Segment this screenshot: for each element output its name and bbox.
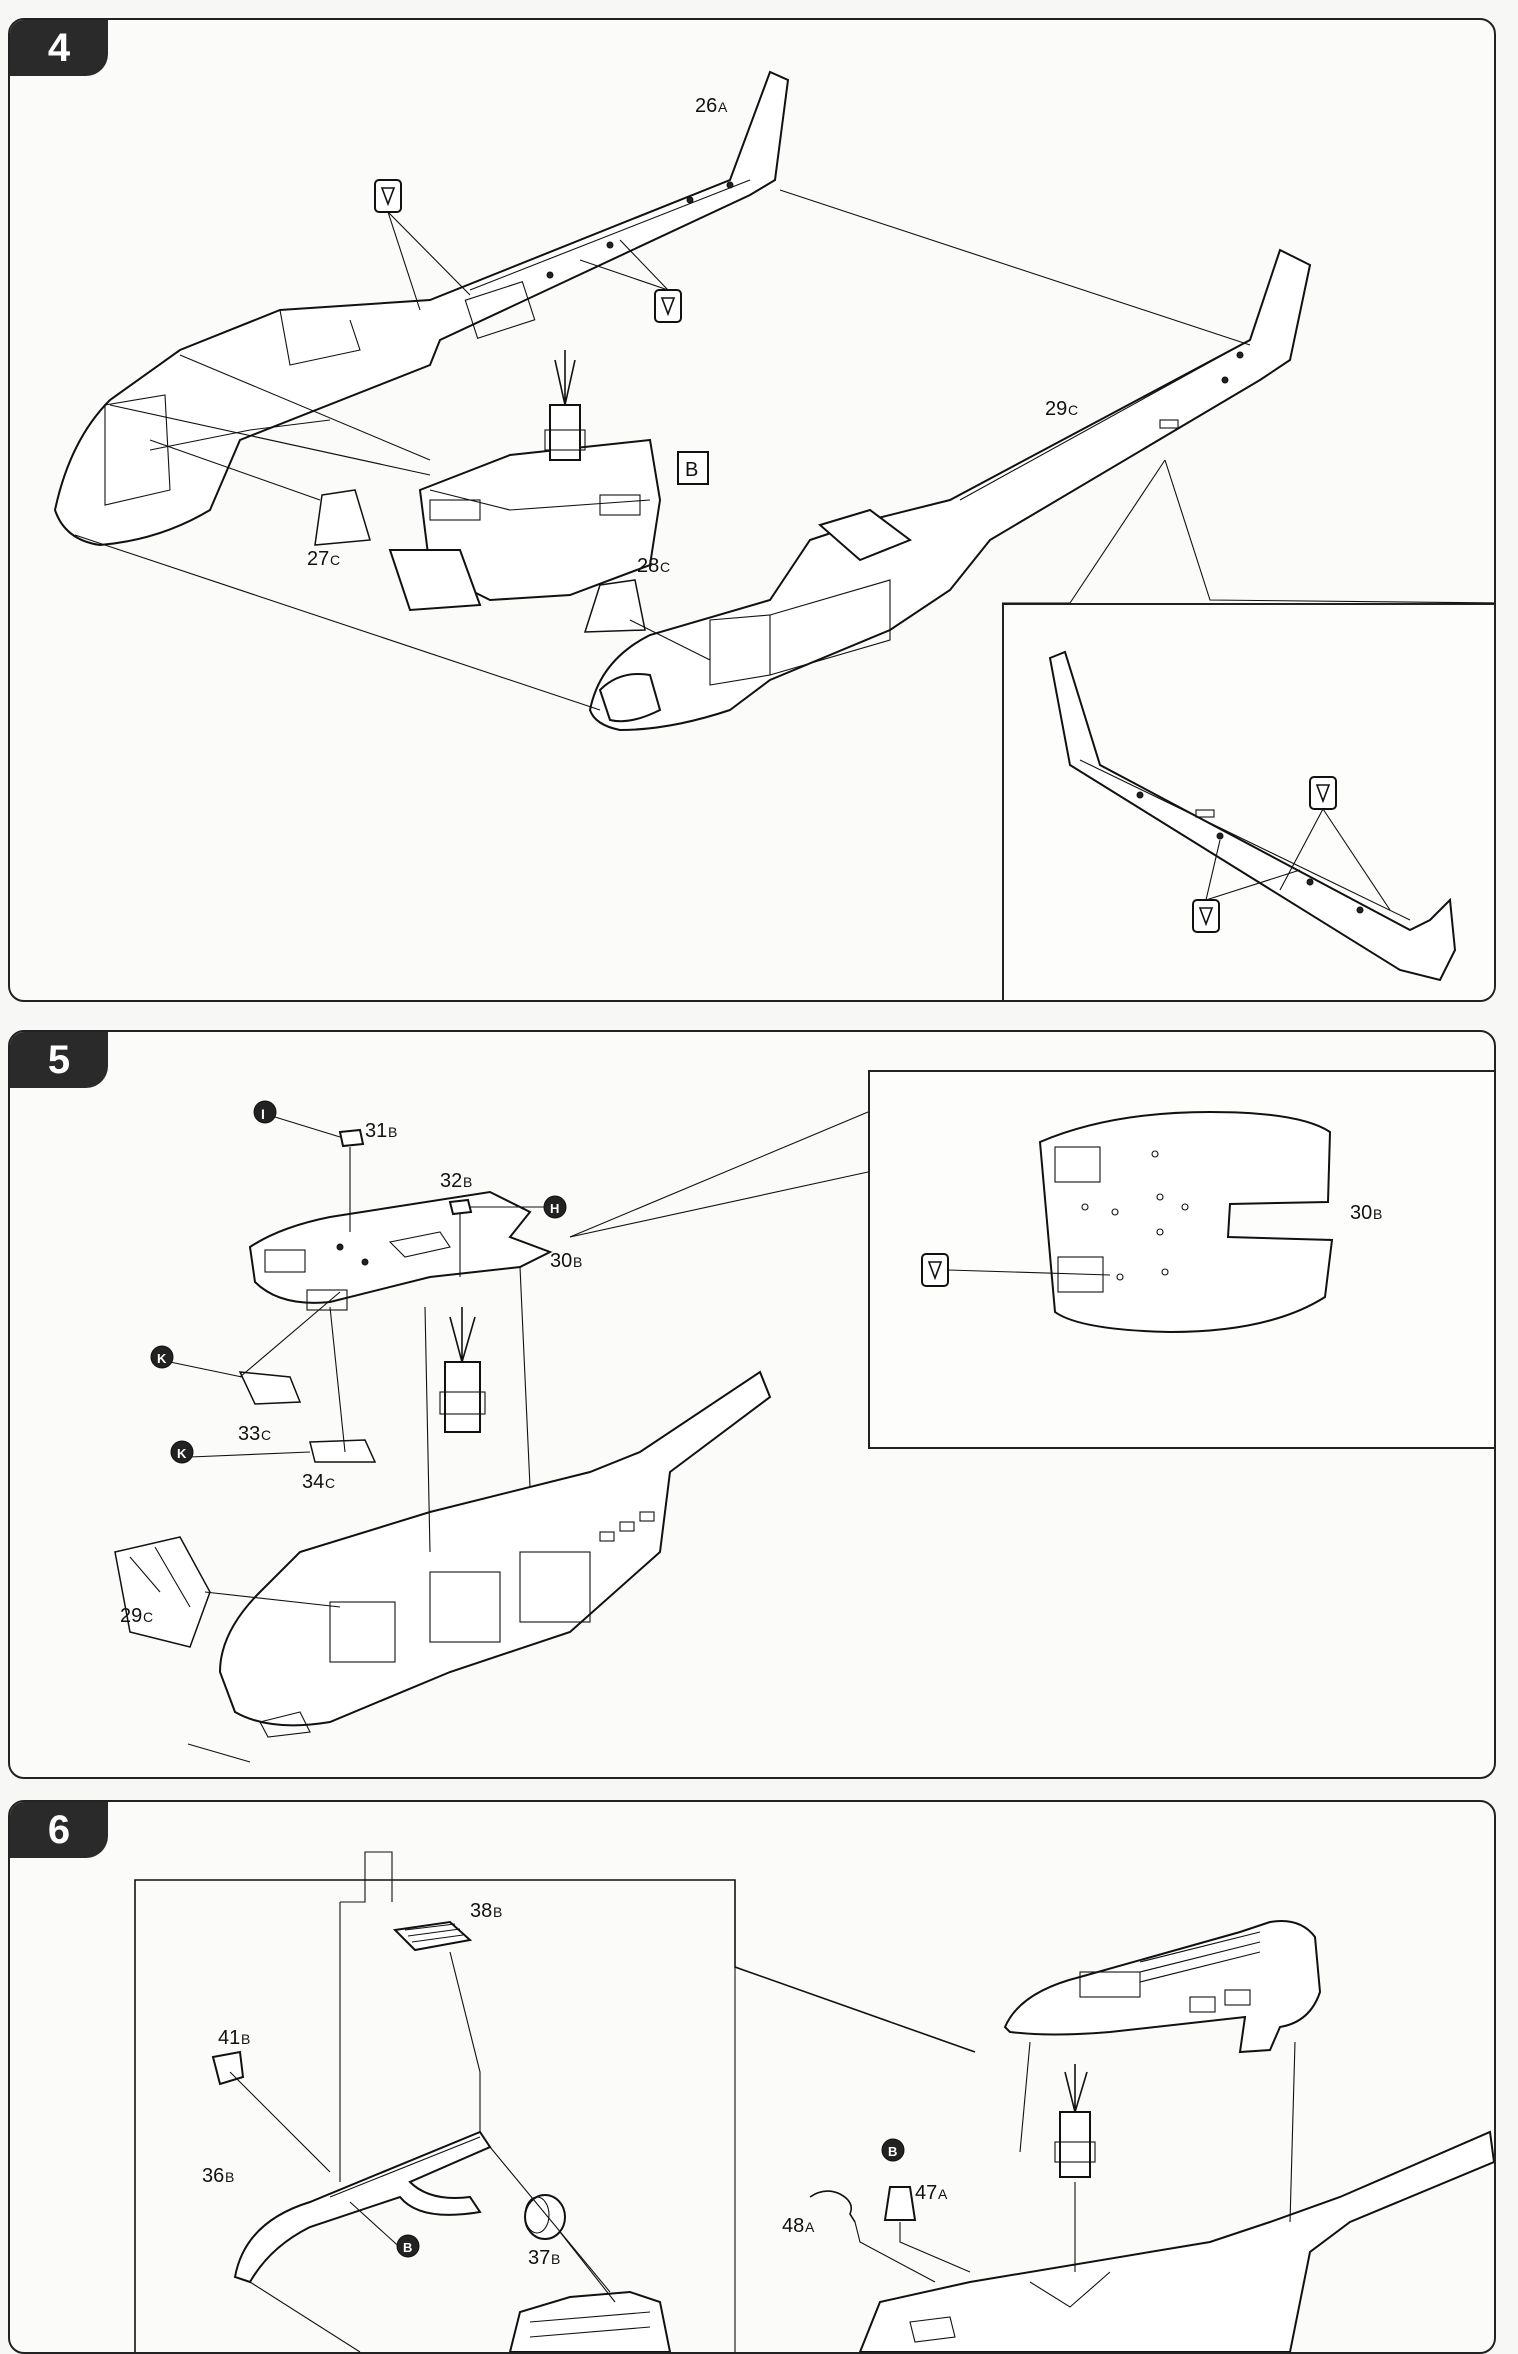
helicopter-fuselage-top: [858, 2130, 1494, 2352]
parts-marker-icon: B: [396, 2234, 420, 2258]
parts-marker-icon: H: [543, 1195, 567, 1219]
label-part-30: 30: [550, 1250, 572, 1272]
label-part-27: 27: [307, 548, 329, 570]
label-part-29-sprue: C: [1068, 402, 1078, 418]
rotor-mast: [439, 1307, 486, 1433]
step-5-panel: 5: [8, 1030, 1496, 1779]
rotor-mast: [1054, 2064, 1096, 2178]
step-number-badge: 4: [10, 20, 108, 76]
label-part-47: 47: [915, 2182, 937, 2204]
label-inset-part-30: 30: [1350, 1202, 1372, 1224]
step-6-panel: 6: [8, 1800, 1496, 2354]
windscreen-part-29: [114, 1536, 211, 1648]
marker-i: I: [261, 1106, 265, 1122]
label-part-41: 41: [218, 2027, 240, 2049]
label-part-26: 26: [695, 95, 717, 117]
part-48: [809, 2190, 856, 2223]
label-part-34: 34: [302, 1471, 324, 1493]
subassembly-label: B: [685, 459, 698, 481]
upper-engine-cowling: [1003, 1920, 1322, 2054]
window-part-28: [583, 579, 646, 633]
parts-marker-icon: B: [677, 451, 709, 485]
window-part-34: [309, 1439, 377, 1463]
label-part-31: 31: [365, 1120, 387, 1142]
step-4-drawing: B 26 A 29 C 27 C 28 C: [53, 70, 1494, 982]
marker-b-2: B: [888, 2144, 897, 2159]
label-part-33-sprue: C: [261, 1427, 271, 1443]
label-part-41-sprue: B: [241, 2031, 250, 2047]
glue-icon: [374, 179, 471, 311]
part-47: [883, 2186, 917, 2221]
label-part-33: 33: [238, 1423, 260, 1445]
label-part-36-sprue: B: [225, 2169, 234, 2185]
fuselage-right-half: [588, 248, 1312, 732]
roof-part-30: [248, 1190, 553, 1311]
label-part-36: 36: [202, 2165, 224, 2187]
marker-h: H: [550, 1201, 559, 1216]
engine-detail-inset: [134, 1879, 976, 2352]
fuselage-left-half: [53, 70, 790, 547]
step-number-badge: 5: [10, 1032, 108, 1088]
step-4-panel: 4: [8, 18, 1496, 1002]
parts-marker-icon: I: [253, 1100, 277, 1124]
parts-marker-icon: B: [881, 2138, 905, 2162]
marker-b-1: B: [403, 2240, 412, 2255]
parts-marker-icon: K: [150, 1345, 174, 1369]
label-part-47-sprue: A: [938, 2186, 948, 2202]
label-part-29-sprue: C: [143, 1609, 153, 1625]
glue-icon: [921, 1253, 1111, 1287]
label-part-37-sprue: B: [551, 2251, 560, 2267]
roof-inset-drawing: [921, 1110, 1334, 1334]
window-part-27: [314, 489, 371, 546]
label-part-29: 29: [1045, 398, 1067, 420]
step-6-drawing: B B 38 B 41 B 36 B 37 B 47 A 48 A: [134, 1851, 1494, 2352]
label-part-38: 38: [470, 1900, 492, 1922]
label-part-38-sprue: B: [493, 1904, 502, 1920]
label-part-34-sprue: C: [325, 1475, 335, 1491]
label-part-30-sprue: B: [573, 1254, 582, 1270]
label-inset-part-30-sprue: B: [1373, 1206, 1382, 1222]
label-part-28: 28: [637, 555, 659, 577]
label-part-37: 37: [528, 2247, 550, 2269]
part-31: [338, 1128, 365, 1148]
helicopter-fuselage: [218, 1370, 772, 1738]
cabin-interior-assembly: [388, 350, 662, 612]
part-37: [524, 2194, 566, 2240]
glue-icon: [1279, 776, 1391, 911]
label-part-26-sprue: A: [718, 99, 728, 115]
part-32: [448, 1198, 473, 1216]
label-part-31-sprue: B: [388, 1124, 397, 1140]
label-part-48: 48: [782, 2215, 804, 2237]
parts-marker-icon: K: [170, 1440, 194, 1464]
step-number-badge: 6: [10, 1802, 108, 1858]
label-part-32-sprue: B: [463, 1174, 472, 1190]
label-part-32: 32: [440, 1170, 462, 1192]
tail-inset-drawing: [1048, 650, 1457, 982]
step-5-drawing: I H K K 31: [114, 1100, 1382, 1763]
window-part-33: [238, 1371, 302, 1405]
label-part-28-sprue: C: [660, 559, 670, 575]
glue-icon: [1192, 839, 1301, 933]
part-41: [211, 2050, 245, 2086]
marker-k-2: K: [177, 1446, 187, 1461]
marker-k-1: K: [157, 1351, 167, 1366]
label-part-48-sprue: A: [805, 2219, 815, 2235]
label-part-29: 29: [120, 1605, 142, 1627]
cowling-part-36: [233, 2130, 492, 2284]
rotor-mast: [544, 350, 586, 461]
label-part-27-sprue: C: [330, 552, 340, 568]
glue-icon: [579, 239, 682, 323]
engine-section: [508, 2290, 672, 2352]
